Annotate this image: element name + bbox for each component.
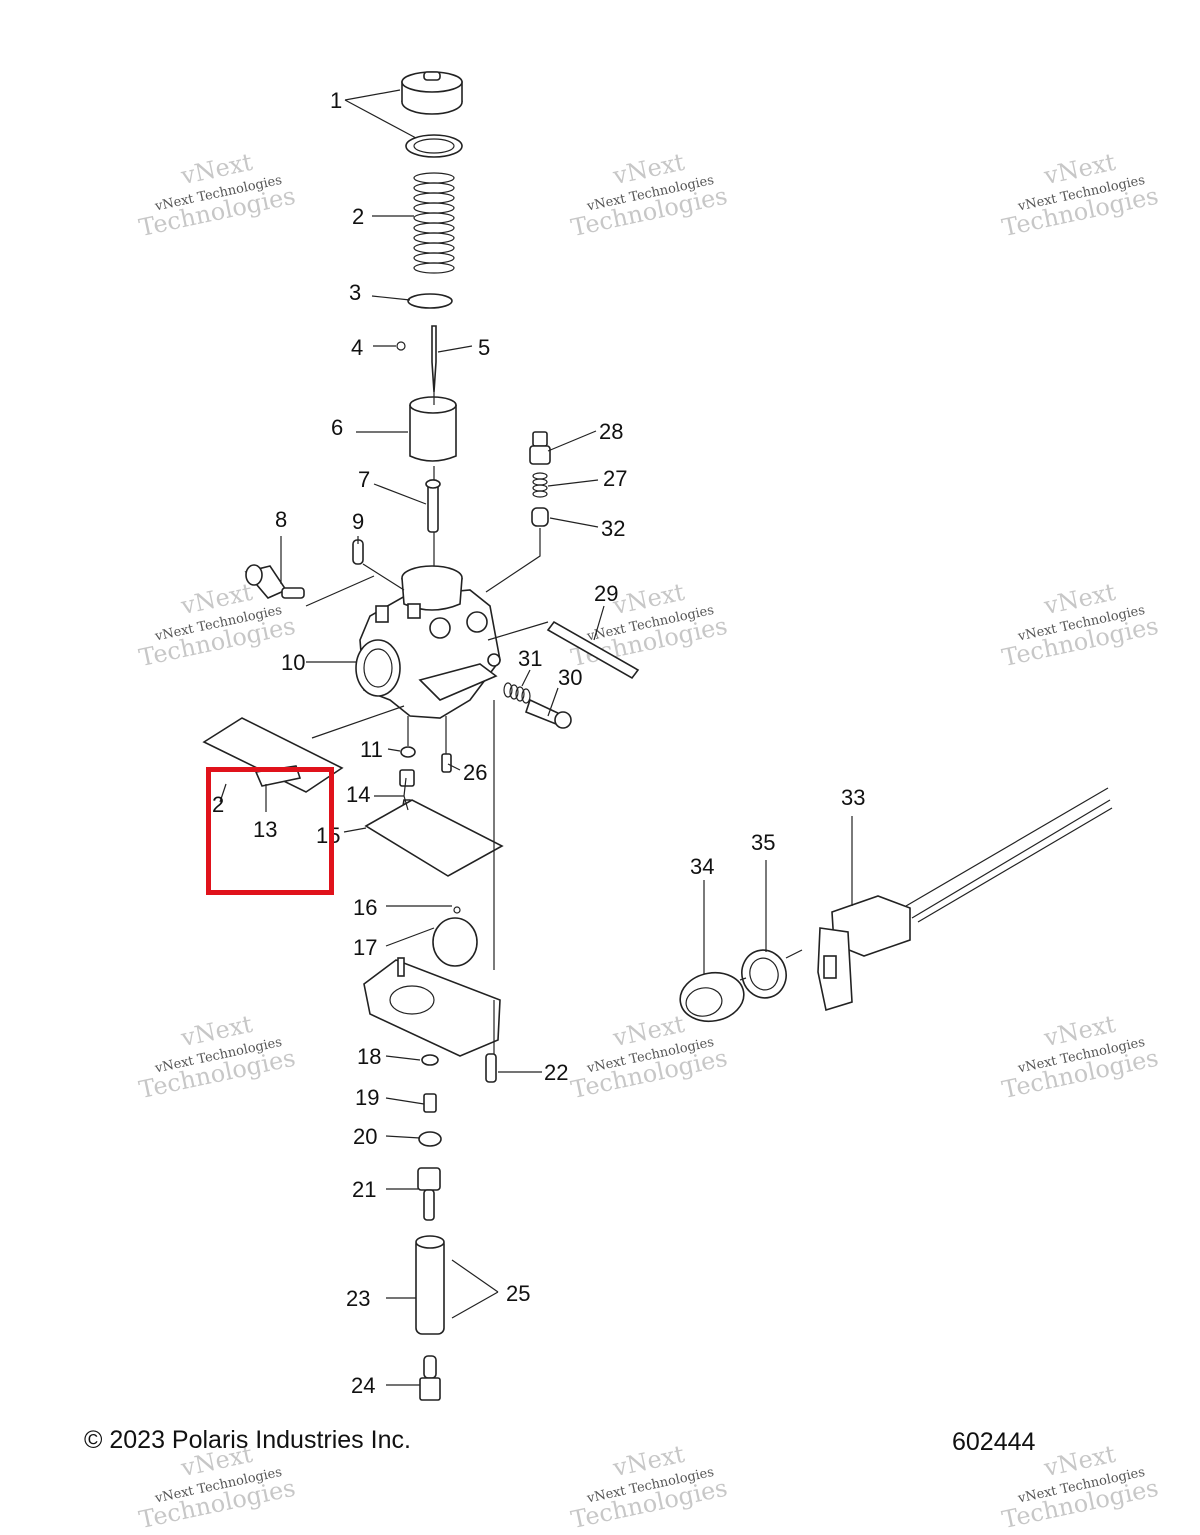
part-float-drawing (432, 906, 478, 967)
callout-31: 31 (518, 646, 542, 671)
callout-11: 11 (360, 737, 383, 762)
callout-33: 33 (841, 785, 865, 810)
part-fitting-24-drawing (419, 1355, 441, 1401)
callout-26: 26 (463, 760, 487, 785)
part-oring-20-drawing (418, 1131, 442, 1147)
part-clip-drawing (396, 341, 406, 351)
part-screw-7-drawing (425, 479, 441, 533)
callout-27: 27 (603, 466, 627, 491)
highlight-box (206, 767, 334, 895)
callout-32: 32 (601, 516, 625, 541)
callout-15: 15 (316, 823, 340, 848)
callout-10: 10 (281, 650, 305, 675)
callout-5: 5 (478, 335, 490, 360)
part-carburetor-body-drawing (355, 565, 501, 719)
figure-number: 602444 (952, 1428, 1036, 1456)
part-screw-22-drawing (485, 1053, 497, 1083)
callout-8: 8 (275, 507, 287, 532)
leader-lines (219, 89, 853, 1386)
part-washer-11-drawing (400, 746, 416, 758)
part-fitting-28-drawing (529, 431, 551, 465)
callout-24: 24 (351, 1373, 375, 1398)
callout-28: 28 (599, 419, 623, 444)
part-needle-drawing (431, 325, 437, 393)
callout-34: 34 (690, 854, 714, 879)
callout-18: 18 (357, 1044, 381, 1069)
callout-1: 1 (330, 88, 342, 113)
part-spring-27-drawing (532, 472, 548, 498)
part-sensor-drawing (244, 564, 305, 599)
part-slide-drawing (409, 396, 457, 462)
callout-16: 16 (353, 895, 377, 920)
part-spring-31-drawing (503, 682, 531, 704)
callout-22: 22 (544, 1060, 568, 1085)
part-choke-cable-33-drawing (817, 787, 1113, 1012)
part-spring-drawing (413, 172, 455, 274)
callout-9: 9 (352, 509, 364, 534)
callout-7: 7 (358, 467, 370, 492)
callout-2: 2 (352, 204, 364, 229)
part-cap-drawing (401, 71, 463, 158)
part-bowl-drawing (363, 957, 501, 1057)
part-32-drawing (531, 507, 549, 527)
part-screw-26-drawing (441, 753, 452, 773)
part-rod-29-drawing (546, 620, 640, 680)
callout-4: 4 (351, 335, 363, 360)
copyright-text: © 2023 Polaris Industries Inc. (84, 1426, 411, 1454)
callout-25: 25 (506, 1281, 530, 1306)
callout-35: 35 (751, 830, 775, 855)
callout-12: 2 (212, 792, 224, 817)
part-plate-drawing (407, 293, 453, 309)
callout-13: 13 (253, 817, 277, 842)
part-gasket-15-drawing (364, 799, 504, 877)
part-nut-19-drawing (423, 1093, 437, 1113)
part-fitting-21-drawing (417, 1167, 441, 1221)
callout-3: 3 (349, 280, 361, 305)
callout-30: 30 (558, 665, 582, 690)
part-washer-18-drawing (421, 1054, 439, 1066)
callout-21: 21 (352, 1177, 376, 1202)
callout-29: 29 (594, 581, 618, 606)
part-tube-23-drawing (415, 1235, 445, 1335)
callout-19: 19 (355, 1085, 379, 1110)
part-nut-34-drawing (679, 971, 745, 1023)
callout-6: 6 (331, 415, 343, 440)
callout-17: 17 (353, 935, 377, 960)
callout-23: 23 (346, 1286, 370, 1311)
callout-20: 20 (353, 1124, 377, 1149)
callout-labels: 1 2 3 4 5 6 7 8 9 10 11 2 13 14 15 16 17… (212, 88, 865, 1398)
part-washer-35-drawing (741, 949, 787, 999)
callout-14: 14 (346, 782, 370, 807)
